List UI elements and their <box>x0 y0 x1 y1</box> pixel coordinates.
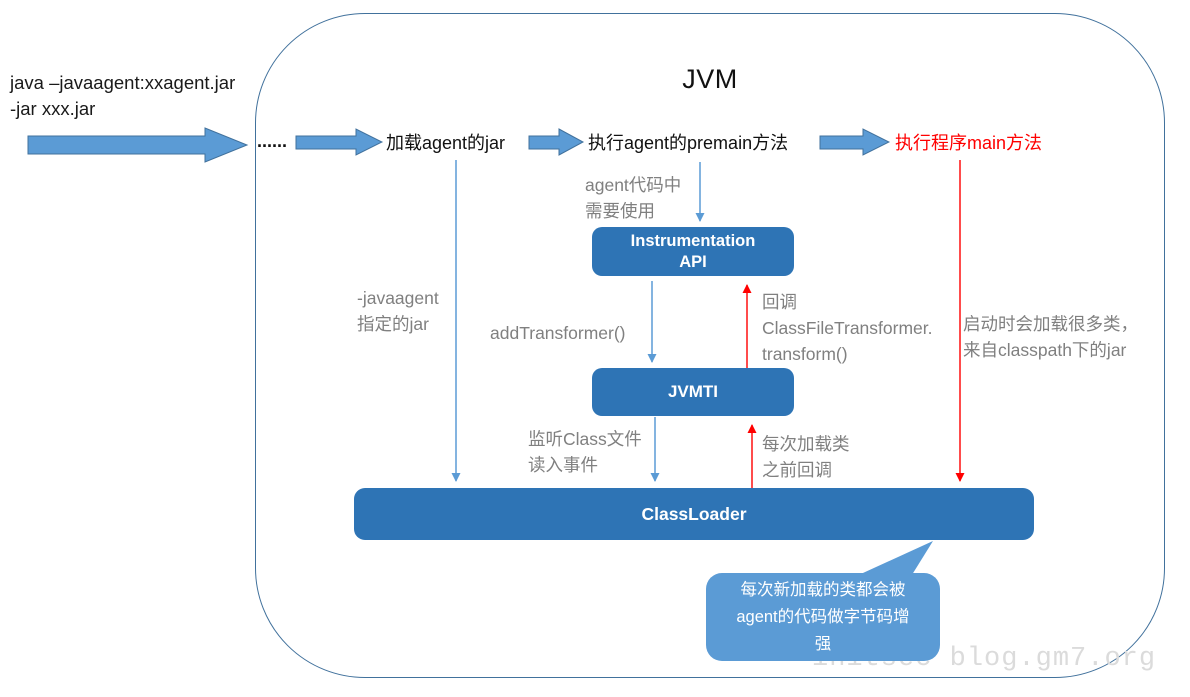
classloader-box: ClassLoader <box>354 488 1034 540</box>
label-startup-load-classes: 启动时会加载很多类， 来自classpath下的jar <box>963 314 1138 360</box>
step-load-agent-jar: 加载agent的jar <box>386 133 506 153</box>
jvm-boundary-frame <box>255 13 1165 678</box>
jvm-title: JVM <box>682 64 738 94</box>
label-javaagent-jar: -javaagent 指定的jar <box>357 288 439 334</box>
label-callback-transformer: 回调 ClassFileTransformer. transform() <box>762 292 933 364</box>
label-each-load-callback: 每次加载类 之前回调 <box>762 434 850 480</box>
label-listen-class-file: 监听Class文件 读入事件 <box>528 429 642 475</box>
launch-arrow <box>27 127 249 163</box>
label-add-transformer: addTransformer() <box>490 323 626 343</box>
label-agent-code-needs: agent代码中 需要使用 <box>585 175 682 221</box>
instrumentation-api-box: Instrumentation API <box>592 227 794 276</box>
java-command-text: java –javaagent:xxagent.jar -jar xxx.jar <box>10 72 236 119</box>
jvmti-box: JVMTI <box>592 368 794 416</box>
step-exec-main: 执行程序main方法 <box>895 133 1043 153</box>
step-exec-premain: 执行agent的premain方法 <box>588 133 789 153</box>
flow-dots: ...... <box>257 131 288 151</box>
callout-bubble: 每次新加载的类都会被 agent的代码做字节码增 强 <box>706 573 940 661</box>
